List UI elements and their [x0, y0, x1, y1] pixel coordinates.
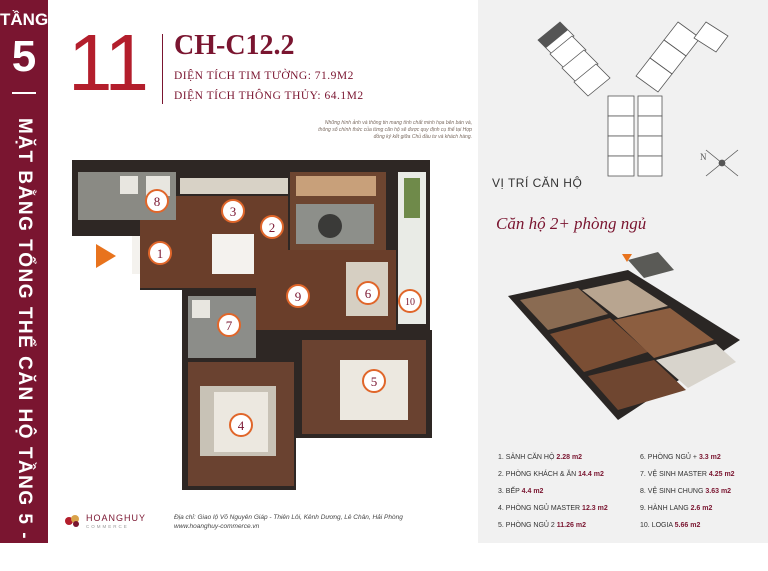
svg-text:10: 10 [405, 297, 415, 308]
svg-text:3: 3 [230, 204, 237, 219]
room-wc-master [188, 296, 256, 358]
room-marker-5: 5 [362, 369, 386, 393]
room-master-bedroom [188, 362, 294, 486]
svg-text:9: 9 [295, 289, 302, 304]
dining-table [212, 234, 254, 274]
room-marker-7: 7 [217, 313, 241, 337]
legend-item: 9. HÀNH LANG 2.6 m2 [640, 505, 713, 512]
legend-item: 4. PHÒNG NGỦ MASTER 12.3 m2 [498, 505, 608, 512]
svg-text:N: N [700, 152, 707, 162]
svg-text:4: 4 [238, 418, 245, 433]
site-plan-map: N [537, 21, 739, 177]
room-living [290, 172, 386, 250]
area-inner: DIỆN TÍCH TIM TƯỜNG: 71.9M2 [174, 70, 354, 82]
room-marker-4: 4 [229, 413, 253, 437]
unit-number: 11 [68, 18, 149, 107]
iso-render [508, 252, 740, 420]
room-marker-9: 9 [286, 284, 310, 308]
sidebar-divider [12, 92, 36, 94]
room-logia [398, 172, 426, 324]
room-wc-common [78, 172, 176, 220]
room-marker-1: 1 [148, 241, 172, 265]
entrance-arrow-icon [96, 244, 116, 268]
legend-item: 8. VỆ SINH CHUNG 3.63 m2 [640, 488, 732, 495]
kitchen-counter [180, 178, 288, 194]
room-bedroom-plus [346, 262, 388, 316]
address-line: Địa chỉ: Giao lộ Võ Nguyên Giáp - Thiên … [174, 514, 403, 521]
legend-item: 6. PHÒNG NGỦ + 3.3 m2 [640, 454, 721, 461]
svg-text:8: 8 [154, 194, 161, 209]
svg-text:1: 1 [157, 246, 164, 261]
legend-item: 7. VỆ SINH MASTER 4.25 m2 [640, 471, 735, 478]
iso-view-title: Căn hộ 2+ phòng ngủ [496, 214, 647, 233]
highlighted-unit [538, 22, 568, 48]
svg-text:5: 5 [371, 374, 378, 389]
brand-name: HOANGHUY [86, 513, 147, 523]
room-marker-10: 10 [398, 289, 422, 313]
legend-item: 2. PHÒNG KHÁCH & ĂN 14.4 m2 [498, 471, 604, 478]
room-legend: 1. SẢNH CĂN HỘ 2.28 m2 2. PHÒNG KHÁCH & … [492, 450, 762, 536]
floor-plan-walls [72, 160, 432, 490]
compass-icon [705, 149, 739, 177]
area-clear: DIỆN TÍCH THÔNG THỦY: 64.1M2 [174, 90, 364, 102]
brand-sub: COMMERCE [86, 524, 129, 529]
legend-item: 1. SẢNH CĂN HỘ 2.28 m2 [498, 454, 583, 461]
room-marker-3: 3 [221, 199, 245, 223]
svg-text:2: 2 [269, 220, 276, 235]
sidebar [0, 0, 48, 543]
svg-text:6: 6 [365, 286, 372, 301]
svg-text:7: 7 [226, 318, 233, 333]
room-bedroom-2 [302, 340, 426, 434]
disclaimer: Những hình ảnh và thông tin mang tính ch… [318, 120, 472, 140]
footer-address: Địa chỉ: Giao lộ Võ Nguyên Giáp - Thiên … [174, 513, 403, 531]
room-marker-8: 8 [145, 189, 169, 213]
floor-label: TẦNG [0, 10, 49, 29]
vertical-title: MẶT BẰNG TỔNG THỂ CĂN HỘ TẦNG 5 - 35 [14, 118, 35, 571]
header-divider [162, 34, 163, 104]
iso-entrance-arrow-icon [622, 254, 632, 262]
site-plan-label: VỊ TRÍ CĂN HỘ [492, 176, 583, 190]
legend-item: 10. LOGIA 5.66 m2 [640, 522, 701, 529]
legend-item: 5. PHÒNG NGỦ 2 11.26 m2 [498, 522, 586, 529]
room-marker-2: 2 [260, 215, 284, 239]
room-corridor [256, 250, 396, 330]
website-link[interactable]: www.hoanghuy-commerce.vn [174, 523, 260, 530]
brand-logo-icon [65, 515, 79, 527]
apartment-code: CH-C12.2 [174, 30, 295, 61]
room-marker-6: 6 [356, 281, 380, 305]
floor-number: 5 [11, 32, 37, 81]
legend-item: 3. BẾP 4.4 m2 [498, 488, 544, 495]
room-entry-kitchen [140, 196, 288, 288]
